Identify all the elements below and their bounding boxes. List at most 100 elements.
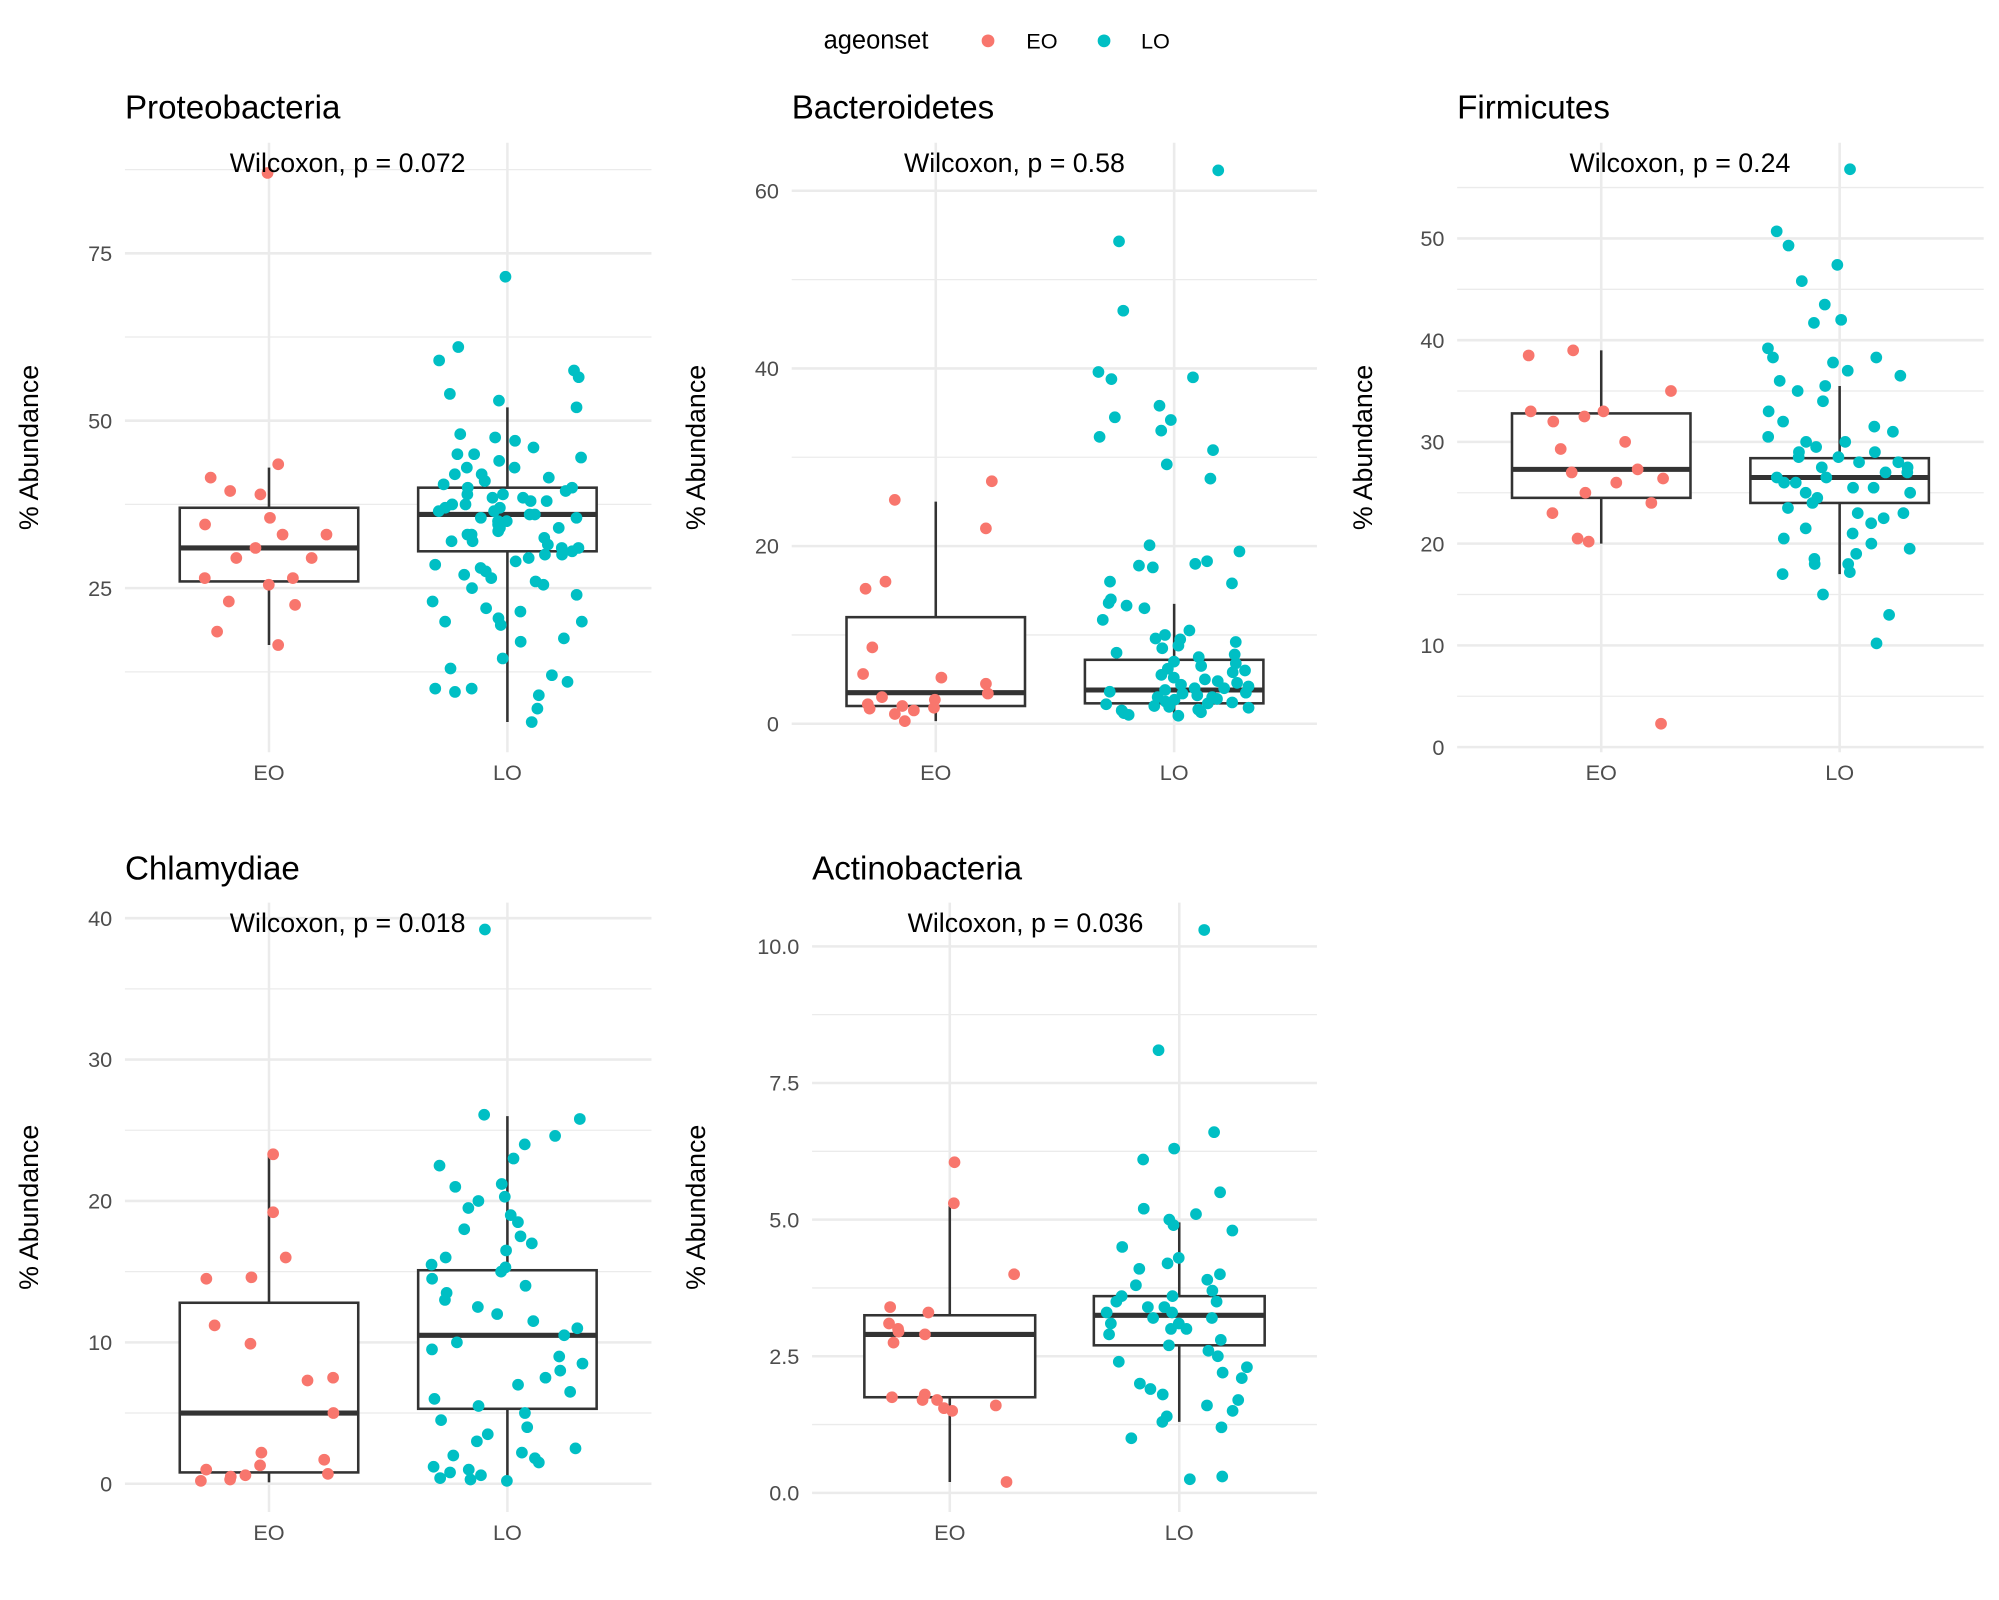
data-point-eo bbox=[1597, 405, 1610, 418]
data-point-lo bbox=[527, 1315, 540, 1328]
data-point-lo bbox=[570, 511, 583, 524]
data-point-lo bbox=[1142, 1301, 1154, 1313]
data-point-lo bbox=[522, 552, 535, 564]
data-point-lo bbox=[489, 431, 502, 444]
x-tick-label: EO bbox=[253, 1520, 284, 1545]
data-point-lo bbox=[426, 1272, 438, 1285]
data-point-lo bbox=[1160, 458, 1173, 471]
data-point-lo bbox=[1831, 259, 1844, 271]
data-point-eo bbox=[892, 1325, 905, 1338]
data-point-lo bbox=[481, 1428, 494, 1441]
data-point-eo bbox=[204, 471, 217, 484]
data-point-lo bbox=[1865, 537, 1878, 550]
data-point-lo bbox=[546, 669, 558, 682]
data-point-lo bbox=[1199, 673, 1211, 686]
data-point-eo bbox=[922, 1306, 935, 1319]
data-point-lo bbox=[573, 1113, 586, 1125]
data-point-lo bbox=[425, 1258, 438, 1271]
data-point-lo bbox=[1175, 678, 1187, 691]
data-point-lo bbox=[553, 1350, 566, 1363]
data-point-lo bbox=[448, 468, 461, 481]
data-point-lo bbox=[1172, 709, 1185, 722]
legend-key-eo bbox=[981, 34, 995, 48]
data-point-lo bbox=[1163, 1339, 1175, 1352]
data-point-lo bbox=[1113, 235, 1125, 248]
boxplot-eo bbox=[178, 1155, 360, 1483]
data-point-lo bbox=[1204, 472, 1217, 485]
data-point-eo bbox=[919, 1328, 931, 1341]
data-point-eo bbox=[272, 458, 285, 471]
data-point-eo bbox=[886, 1391, 898, 1404]
data-point-lo bbox=[1226, 1224, 1239, 1237]
data-point-lo bbox=[523, 508, 536, 521]
data-point-lo bbox=[1156, 642, 1169, 655]
data-point-lo bbox=[1133, 1262, 1146, 1275]
data-point-lo bbox=[1093, 430, 1106, 443]
data-point-lo bbox=[512, 1216, 524, 1229]
data-point-lo bbox=[542, 471, 555, 484]
data-point-lo bbox=[1892, 456, 1905, 469]
data-point-lo bbox=[1168, 1142, 1181, 1155]
data-point-lo bbox=[1110, 1295, 1123, 1308]
data-point-lo bbox=[1887, 425, 1899, 438]
data-point-lo bbox=[1229, 636, 1242, 648]
data-point-lo bbox=[1195, 706, 1207, 719]
data-point-eo bbox=[195, 1475, 207, 1487]
wilcoxon-p-label: Wilcoxon, p = 0.018 bbox=[230, 908, 466, 938]
data-point-eo bbox=[1655, 717, 1667, 730]
data-point-lo bbox=[428, 1393, 441, 1405]
data-point-lo bbox=[1148, 700, 1161, 712]
data-point-lo bbox=[1159, 684, 1171, 696]
legend: ageonset EO LO bbox=[824, 26, 1170, 54]
data-point-lo bbox=[1166, 1290, 1179, 1302]
data-point-lo bbox=[1216, 1366, 1229, 1379]
data-point-lo bbox=[1152, 1044, 1165, 1057]
data-point-lo bbox=[458, 568, 471, 581]
data-point-lo bbox=[1865, 517, 1878, 530]
data-point-lo bbox=[1103, 685, 1116, 698]
data-point-lo bbox=[1144, 1383, 1157, 1395]
legend-key-lo bbox=[1097, 34, 1111, 48]
data-point-lo bbox=[1161, 1257, 1174, 1270]
data-point-lo bbox=[1212, 164, 1225, 177]
data-point-lo bbox=[1762, 430, 1775, 443]
data-point-lo bbox=[1210, 1295, 1223, 1308]
data-point-lo bbox=[1904, 486, 1917, 499]
x-tick-label: EO bbox=[253, 760, 284, 785]
data-point-eo bbox=[1665, 385, 1677, 397]
data-point-lo bbox=[499, 270, 512, 283]
data-point-lo bbox=[1149, 632, 1162, 645]
data-point-lo bbox=[1192, 651, 1205, 664]
data-point-eo bbox=[935, 671, 948, 684]
data-point-eo bbox=[198, 572, 211, 584]
data-point-lo bbox=[462, 1202, 475, 1214]
data-point-lo bbox=[1214, 1268, 1226, 1281]
data-point-lo bbox=[426, 595, 439, 608]
data-point-eo bbox=[1610, 476, 1623, 489]
data-point-lo bbox=[1159, 629, 1171, 641]
data-point-lo bbox=[1883, 608, 1895, 621]
data-point-lo bbox=[569, 1442, 582, 1455]
data-point-lo bbox=[1818, 298, 1831, 311]
data-point-lo bbox=[1770, 225, 1783, 238]
data-point-lo bbox=[1843, 566, 1856, 578]
data-point-lo bbox=[433, 1159, 446, 1172]
data-point-eo bbox=[1547, 415, 1560, 428]
data-point-lo bbox=[429, 558, 442, 571]
wilcoxon-p-label: Wilcoxon, p = 0.072 bbox=[230, 148, 466, 178]
y-tick-label: 10 bbox=[1420, 633, 1444, 658]
data-point-lo bbox=[1143, 539, 1156, 552]
data-point-eo bbox=[981, 687, 994, 700]
data-point-lo bbox=[1198, 924, 1211, 936]
data-point-lo bbox=[1851, 507, 1864, 519]
data-point-lo bbox=[1122, 709, 1135, 721]
y-tick-label: 10 bbox=[88, 1330, 112, 1355]
data-point-lo bbox=[1202, 1344, 1215, 1357]
data-point-lo bbox=[1130, 1279, 1142, 1292]
data-point-lo bbox=[1206, 1284, 1219, 1297]
y-tick-label: 10.0 bbox=[757, 934, 799, 959]
data-point-lo bbox=[1879, 466, 1892, 479]
data-point-eo bbox=[264, 511, 276, 524]
data-point-lo bbox=[552, 521, 565, 534]
